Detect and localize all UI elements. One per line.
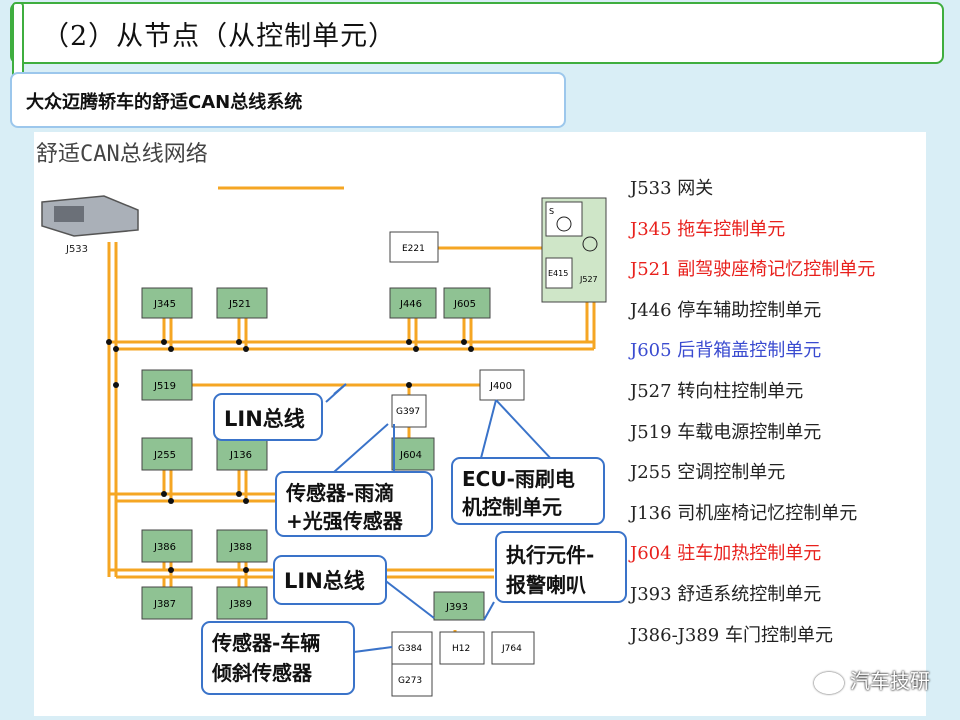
svg-text:H12: H12: [452, 644, 470, 654]
title-frame: （2）从节点（从控制单元）: [10, 2, 944, 78]
callout-actuator-horn: 执行元件-: [506, 543, 594, 567]
legend-item: J345 拖车控制单元: [630, 218, 786, 240]
diagram-title: 舒适CAN总线网络: [36, 142, 208, 167]
legend-item: J519 车载电源控制单元: [630, 421, 822, 443]
module-j393: J393: [433, 591, 485, 621]
module-h12: H12: [439, 631, 485, 665]
svg-text:G384: G384: [398, 644, 422, 654]
callout-rain-sensor: 传感器-雨滴: [285, 481, 394, 505]
svg-text:+光强传感器: +光强传感器: [286, 509, 404, 533]
module-j605: J605: [443, 287, 491, 319]
svg-text:E415: E415: [548, 269, 568, 278]
callouts: [201, 383, 627, 695]
svg-text:G273: G273: [398, 676, 422, 686]
module-j388: J388: [216, 529, 268, 563]
callout-lin-bus-2: LIN总线: [284, 569, 365, 593]
svg-text:J345: J345: [153, 299, 176, 310]
legend-list: J533 网关 J345 拖车控制单元 J521 副驾驶座椅记忆控制单元 J44…: [630, 174, 875, 661]
legend-item: J136 司机座椅记忆控制单元: [630, 502, 858, 524]
module-g397: G397: [391, 394, 427, 428]
module-j764: J764: [491, 631, 535, 665]
svg-text:J519: J519: [153, 381, 176, 392]
svg-text:J521: J521: [228, 299, 251, 310]
callout-wiper-ecu: ECU-雨刷电: [462, 467, 575, 491]
svg-text:J604: J604: [399, 450, 422, 461]
module-j255: J255: [141, 437, 193, 471]
module-j521: J521: [216, 287, 268, 319]
svg-text:J255: J255: [153, 450, 176, 461]
wechat-icon: [814, 671, 844, 694]
gateway-label: J533: [65, 244, 88, 255]
module-j136: J136: [216, 437, 268, 471]
module-j387: J387: [141, 586, 193, 620]
diagram-panel: 舒适CAN总线网络: [34, 132, 926, 716]
svg-text:J527: J527: [579, 275, 598, 284]
module-g273: G273: [391, 663, 433, 697]
subtitle-frame: 大众迈腾轿车的舒适CAN总线系统: [10, 72, 566, 128]
svg-text:J136: J136: [229, 450, 252, 461]
legend-item: J533 网关: [630, 178, 714, 199]
svg-text:J393: J393: [445, 602, 468, 613]
svg-text:J388: J388: [229, 542, 252, 553]
can-network-diagram: J533 E221 S E415 J527 J345 J521 J446 J60…: [41, 186, 627, 697]
svg-text:J386: J386: [153, 542, 176, 553]
svg-text:倾斜传感器: 倾斜传感器: [211, 661, 313, 685]
module-j400: J400: [479, 369, 525, 401]
module-j519: J519: [141, 369, 193, 401]
callout-tilt-sensor: 传感器-车辆: [211, 631, 320, 655]
junction-dots: [106, 339, 474, 573]
svg-text:J605: J605: [453, 299, 476, 310]
page-subtitle: 大众迈腾轿车的舒适CAN总线系统: [26, 92, 303, 113]
svg-text:报警喇叭: 报警喇叭: [506, 573, 586, 597]
callout-lin-bus-1: LIN总线: [224, 407, 305, 431]
svg-text:机控制单元: 机控制单元: [462, 495, 562, 519]
page-title: （2）从节点（从控制单元）: [42, 21, 397, 52]
legend-item: J605 后背箱盖控制单元: [630, 340, 822, 362]
legend-item: J527 转向柱控制单元: [630, 380, 804, 402]
gateway-j533: J533: [41, 195, 139, 255]
module-j604: J604: [391, 437, 435, 471]
module-e221: [389, 231, 439, 263]
legend-item: J604 驻车加热控制单元: [630, 543, 822, 565]
svg-text:S: S: [549, 207, 554, 216]
title-accent-bar: [12, 2, 24, 78]
svg-text:J389: J389: [229, 599, 252, 610]
module-j389: J389: [216, 586, 268, 620]
svg-text:J446: J446: [399, 299, 422, 310]
watermark: 汽车技研: [814, 665, 930, 694]
legend-item: J521 副驾驶座椅记忆控制单元: [630, 259, 876, 281]
svg-text:G397: G397: [396, 407, 420, 417]
svg-text:E221: E221: [402, 244, 425, 254]
module-j386: J386: [141, 529, 193, 563]
svg-text:J764: J764: [501, 644, 522, 654]
svg-text:J400: J400: [489, 381, 512, 392]
legend-item: J393 舒适系统控制单元: [630, 583, 822, 605]
legend-item: J255 空调控制单元: [630, 462, 786, 484]
legend-item: J386-J389 车门控制单元: [630, 624, 833, 646]
module-j345: J345: [141, 287, 193, 319]
svg-text:J387: J387: [153, 599, 176, 610]
legend-item: J446 停车辅助控制单元: [630, 299, 822, 321]
module-j446: J446: [389, 287, 437, 319]
module-g384: G384: [391, 631, 433, 665]
